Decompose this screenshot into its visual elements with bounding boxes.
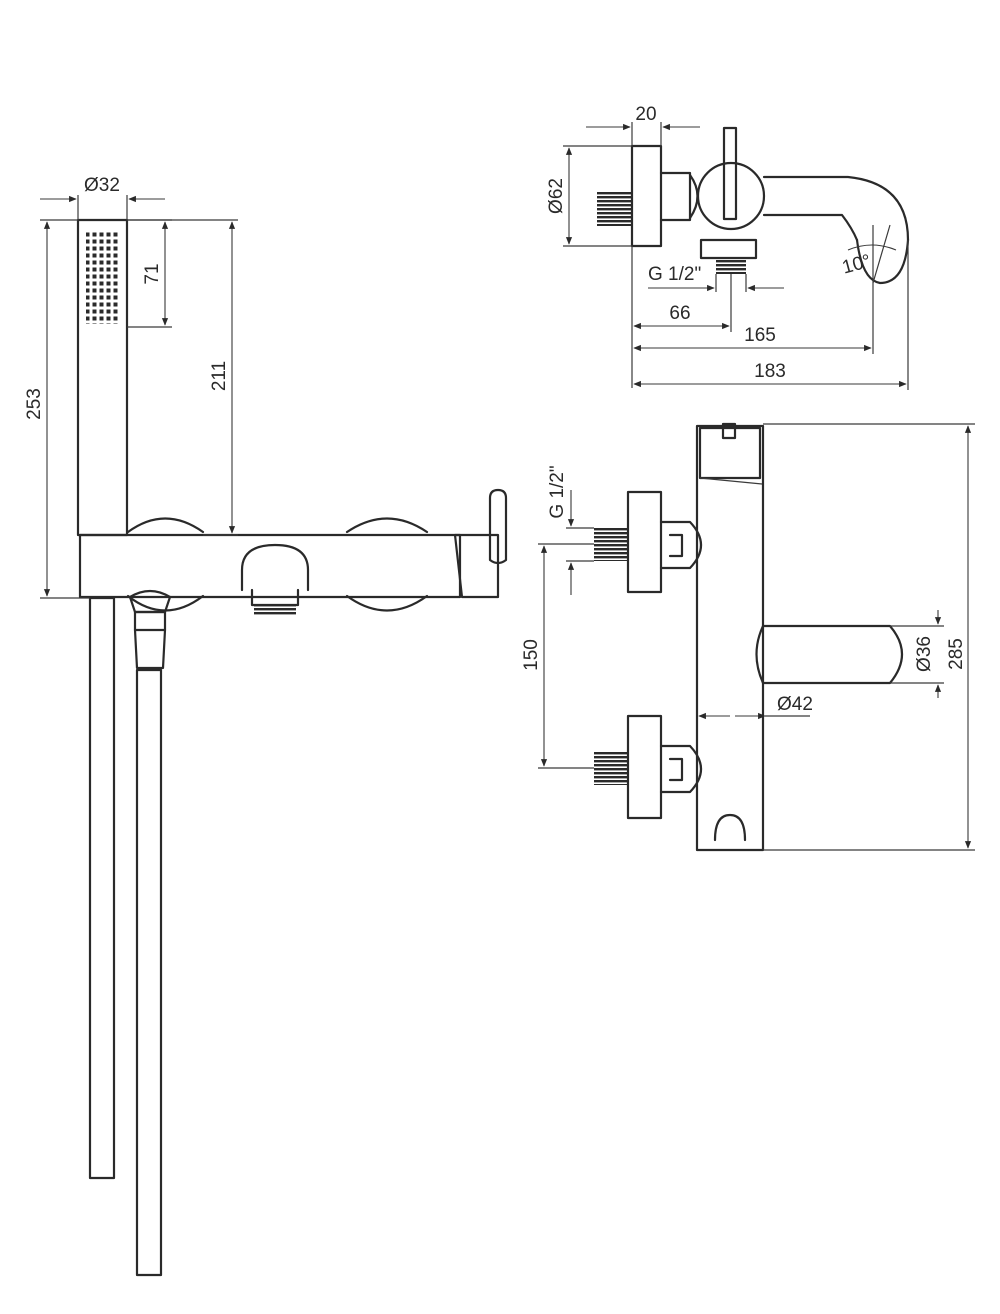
hose-connector bbox=[128, 589, 172, 614]
front-view bbox=[76, 218, 508, 1277]
spout-aerator bbox=[254, 605, 296, 615]
top-upper-connector bbox=[659, 520, 703, 570]
top-lower-thread bbox=[594, 752, 628, 785]
top-lower-connector bbox=[659, 744, 703, 794]
side-view bbox=[597, 126, 910, 285]
front-spout bbox=[240, 543, 310, 592]
lever-housing bbox=[453, 533, 500, 599]
top-spout bbox=[755, 624, 903, 685]
dim-inlet-thread: G 1/2" bbox=[547, 465, 568, 518]
side-wall-flange bbox=[630, 144, 663, 248]
top-lever-tab bbox=[721, 422, 737, 440]
dim-overall-depth: 183 bbox=[754, 361, 786, 382]
top-upper-thread bbox=[594, 528, 628, 561]
side-inlet-thread bbox=[597, 191, 631, 226]
dim-hand-to-body: 211 bbox=[209, 361, 230, 391]
front-dimensions: Ø32 253 71 211 bbox=[24, 175, 238, 599]
top-hose-holder bbox=[713, 813, 747, 842]
dim-spout-diameter: Ø36 bbox=[914, 636, 935, 672]
flexible-hose bbox=[135, 668, 163, 1277]
dim-spout-reach: 165 bbox=[744, 325, 776, 346]
dim-flange-diameter: Ø62 bbox=[546, 178, 567, 214]
dim-inlet-spacing: 150 bbox=[521, 639, 542, 671]
side-spout bbox=[762, 175, 910, 242]
top-lower-flange bbox=[626, 714, 663, 820]
dim-body-diameter: Ø42 bbox=[777, 694, 813, 715]
side-outlet-nut bbox=[699, 238, 758, 260]
side-outlet-thread bbox=[716, 258, 746, 274]
dim-flange-thickness: 20 bbox=[635, 104, 656, 125]
lever-handle bbox=[488, 488, 508, 565]
dim-head-length: 71 bbox=[142, 263, 163, 284]
side-body bbox=[696, 161, 766, 231]
dim-outlet-offset: 66 bbox=[669, 303, 690, 324]
side-connector-arc bbox=[688, 173, 699, 220]
side-lever-stem bbox=[722, 126, 738, 221]
side-dimensions: 20 Ø62 G 1/2" 66 165 183 10° bbox=[546, 104, 909, 390]
right-rosette bbox=[345, 517, 429, 612]
dim-handshower-length: 253 bbox=[24, 388, 45, 420]
top-dimensions: G 1/2" 150 Ø36 Ø42 285 bbox=[521, 423, 975, 851]
top-upper-flange bbox=[626, 490, 663, 594]
mixer-body bbox=[78, 533, 462, 599]
side-spout-tip bbox=[855, 238, 910, 285]
dim-outlet-thread: G 1/2" bbox=[648, 264, 701, 285]
top-handle-cap bbox=[698, 426, 762, 480]
top-view bbox=[594, 422, 903, 852]
hand-shower-hose bbox=[88, 596, 116, 1180]
dim-handshower-diameter: Ø32 bbox=[84, 175, 120, 196]
top-body bbox=[695, 424, 765, 852]
side-connector bbox=[659, 171, 692, 222]
top-cap-line bbox=[699, 477, 763, 485]
dim-body-height: 285 bbox=[946, 638, 967, 670]
hand-shower-spray-face bbox=[86, 232, 119, 324]
hose-cone bbox=[133, 628, 167, 670]
hose-nut bbox=[133, 610, 167, 632]
